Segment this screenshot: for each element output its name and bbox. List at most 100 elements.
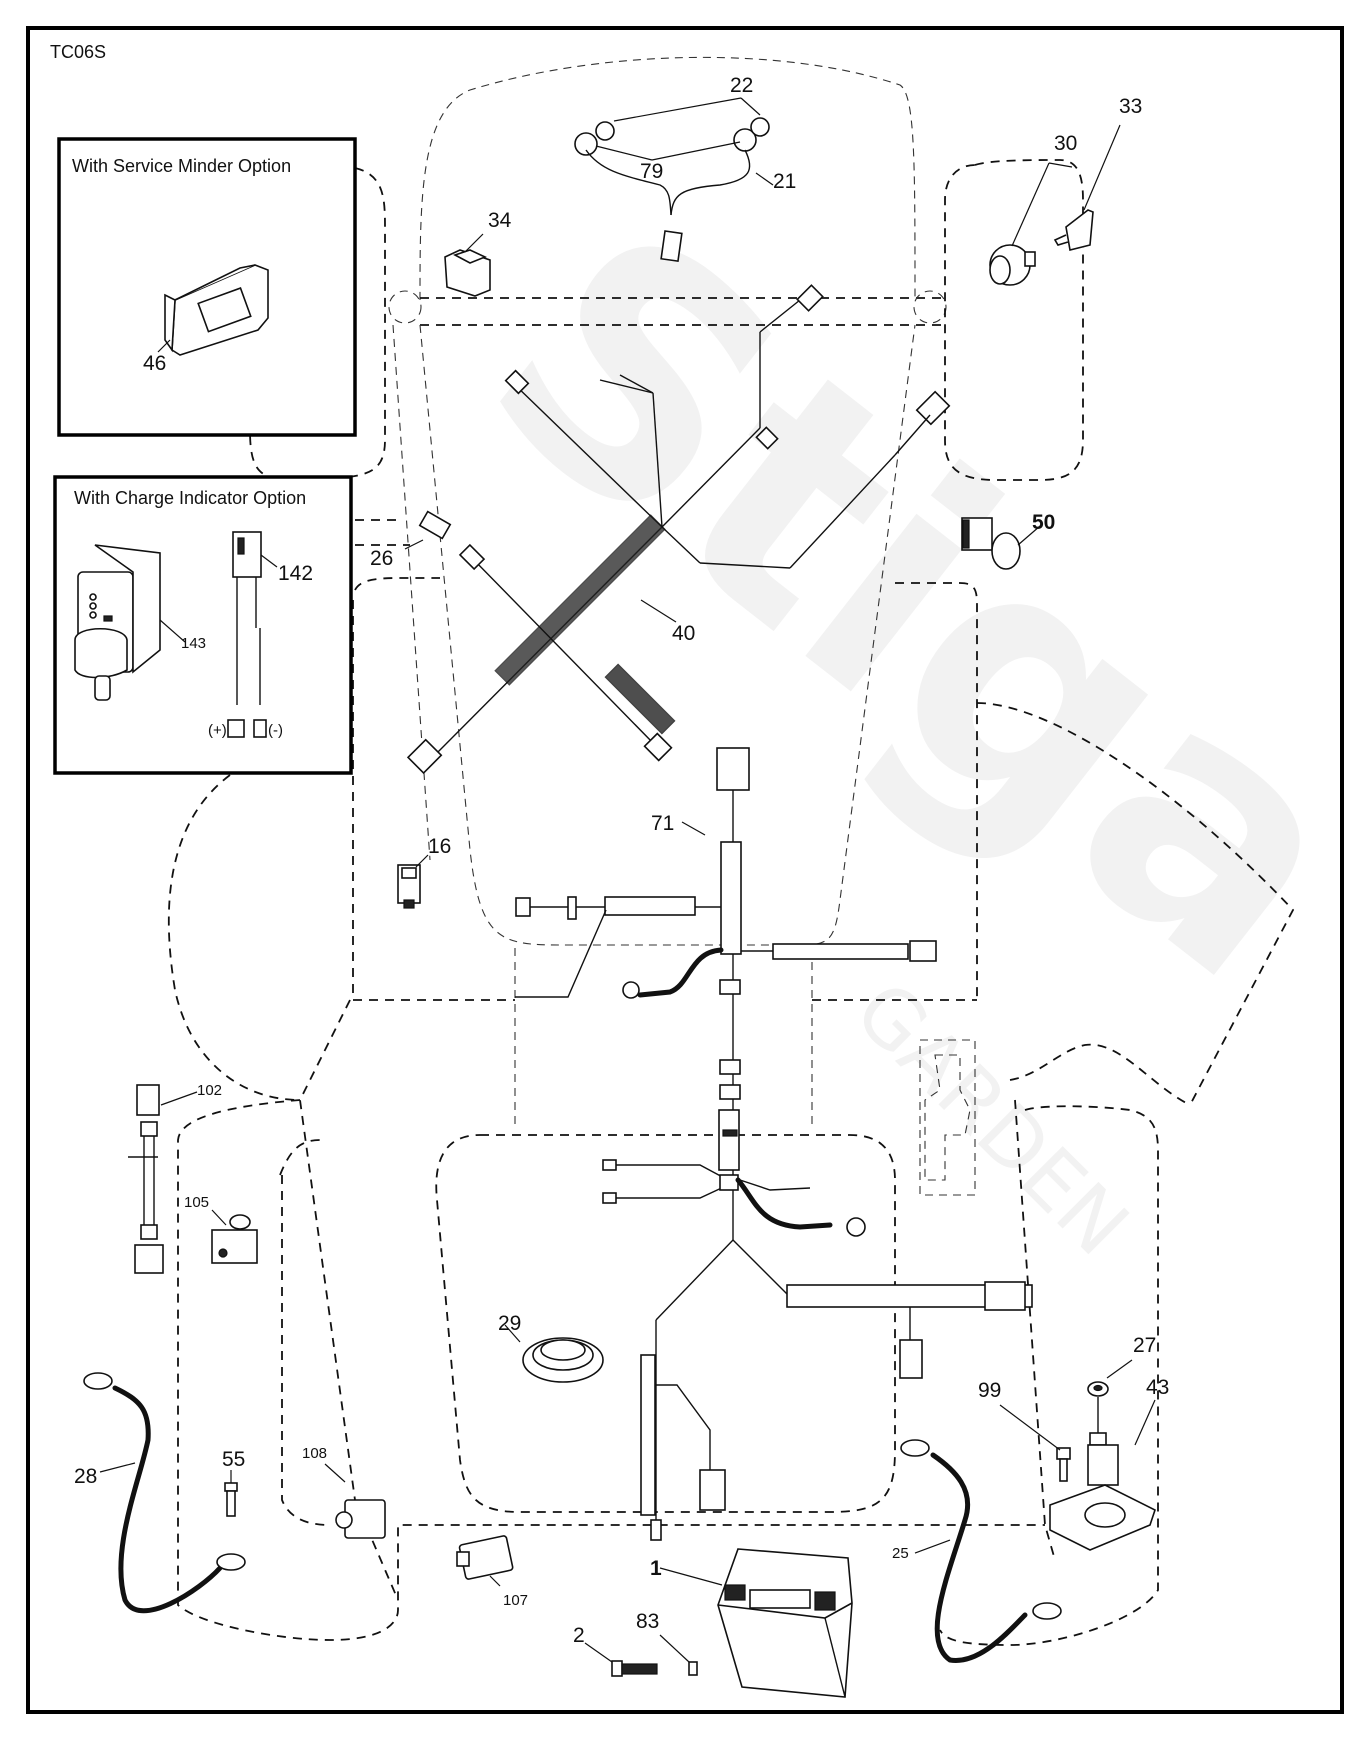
label-26[interactable]: 26 (370, 547, 393, 570)
label-83[interactable]: 83 (636, 1610, 659, 1633)
label-2[interactable]: 2 (573, 1624, 585, 1647)
leader-22a (613, 97, 742, 122)
battery-cable-icon[interactable] (83, 1372, 246, 1614)
label-16[interactable]: 16 (428, 835, 451, 858)
solenoid-icon[interactable] (1049, 1397, 1156, 1551)
label-142[interactable]: 142 (278, 562, 313, 585)
label-99[interactable]: 99 (978, 1379, 1001, 1402)
ground-cable-icon[interactable] (900, 1439, 1062, 1663)
leader-46 (157, 339, 171, 353)
chassis-outline (167, 56, 1295, 1646)
label-28[interactable]: 28 (74, 1465, 97, 1488)
wire-harness-71[interactable] (515, 747, 937, 1171)
leader-142 (260, 554, 278, 568)
terminal-positive-label: (+) (208, 722, 227, 739)
leader-102 (160, 1091, 198, 1106)
leader-79b (651, 141, 741, 161)
label-22[interactable]: 22 (730, 74, 753, 97)
label-50[interactable]: 50 (1032, 511, 1055, 534)
leader-105 (211, 1209, 227, 1226)
bolt-99-icon[interactable] (1056, 1447, 1071, 1482)
leader-83 (659, 1634, 690, 1663)
pivot-left (388, 290, 422, 324)
lower-left-inner (279, 1139, 331, 1526)
left-fender (167, 774, 301, 1101)
ignition-switch-icon[interactable] (989, 244, 1036, 286)
fuse-icon[interactable] (418, 510, 452, 540)
key-icon[interactable] (1053, 209, 1094, 251)
leader-107 (489, 1575, 501, 1587)
leader-33 (1083, 124, 1121, 211)
label-107[interactable]: 107 (503, 1592, 528, 1609)
charge-indicator-option-box: With Charge Indicator Option 143 142 (+)… (53, 475, 353, 775)
leader-25 (914, 1539, 951, 1554)
interlock-switch-icon[interactable] (335, 1499, 386, 1539)
leader-79a (595, 145, 653, 161)
ignition-loop (944, 159, 1084, 481)
model-code: TC06S (50, 42, 106, 62)
charge-indicator-icon[interactable] (74, 544, 161, 701)
headlight-harness-icon[interactable] (574, 117, 770, 263)
rocker-switch-icon[interactable] (444, 249, 491, 297)
label-43[interactable]: 43 (1146, 1376, 1169, 1399)
pedal-inner (924, 1054, 971, 1181)
label-143[interactable]: 143 (181, 635, 206, 652)
label-79[interactable]: 79 (640, 160, 663, 183)
leader-71 (681, 821, 706, 836)
leader-21 (755, 172, 774, 186)
label-40[interactable]: 40 (672, 622, 695, 645)
main-wire-harness-40[interactable] (406, 284, 951, 775)
label-71[interactable]: 71 (651, 812, 674, 835)
label-29[interactable]: 29 (498, 1312, 521, 1335)
label-1[interactable]: 1 (650, 1557, 662, 1580)
hour-meter-icon[interactable] (164, 264, 269, 356)
outer-frame (26, 26, 1344, 1714)
label-25[interactable]: 25 (892, 1545, 909, 1562)
pedal-outline (919, 1039, 976, 1196)
label-34[interactable]: 34 (488, 209, 512, 232)
label-55[interactable]: 55 (222, 1448, 245, 1471)
lead-wire-icon[interactable] (128, 1084, 164, 1274)
leader-34 (464, 233, 484, 253)
leader-30b (1048, 162, 1073, 168)
screw-icon[interactable] (224, 1482, 238, 1517)
leader-50 (1017, 525, 1041, 546)
module-icon[interactable] (456, 1535, 514, 1580)
diag-right (1014, 1099, 1056, 1561)
pto-switch-icon[interactable] (961, 517, 1021, 570)
leader-30a (1011, 162, 1050, 247)
label-108[interactable]: 108 (302, 1445, 327, 1462)
leader-40 (640, 599, 677, 623)
battery-icon[interactable] (717, 1548, 853, 1698)
service-minder-option-box: With Service Minder Option 46 (57, 137, 357, 437)
pivot-right (913, 290, 947, 324)
label-102[interactable]: 102 (197, 1082, 222, 1099)
label-33[interactable]: 33 (1119, 95, 1142, 118)
leader-16 (415, 854, 429, 868)
right-panel (895, 582, 978, 1000)
label-105[interactable]: 105 (184, 1194, 209, 1211)
leader-143 (159, 619, 186, 643)
relay-icon[interactable] (211, 1214, 258, 1264)
leader-99 (999, 1404, 1061, 1451)
relay-switch-icon[interactable] (397, 864, 421, 909)
leader-22b (740, 97, 761, 116)
diag-left (299, 999, 399, 1601)
bolt-icon[interactable] (611, 1660, 658, 1677)
adapter-harness-icon[interactable] (227, 531, 267, 738)
label-30[interactable]: 30 (1054, 132, 1077, 155)
nut-27-icon[interactable] (1087, 1381, 1109, 1397)
label-21[interactable]: 21 (773, 170, 796, 193)
service-minder-loop (249, 167, 386, 479)
label-27[interactable]: 27 (1133, 1334, 1156, 1357)
grommet-icon[interactable] (522, 1337, 604, 1383)
lower-harness[interactable] (602, 1159, 1033, 1541)
leader-1 (659, 1567, 723, 1586)
right-fender-bottom (1009, 1043, 1191, 1106)
hood-outline (419, 56, 916, 301)
left-panel-top (354, 577, 440, 591)
label-46[interactable]: 46 (143, 352, 166, 375)
nut-83-icon[interactable] (688, 1661, 698, 1676)
fuse-lines (355, 519, 410, 546)
